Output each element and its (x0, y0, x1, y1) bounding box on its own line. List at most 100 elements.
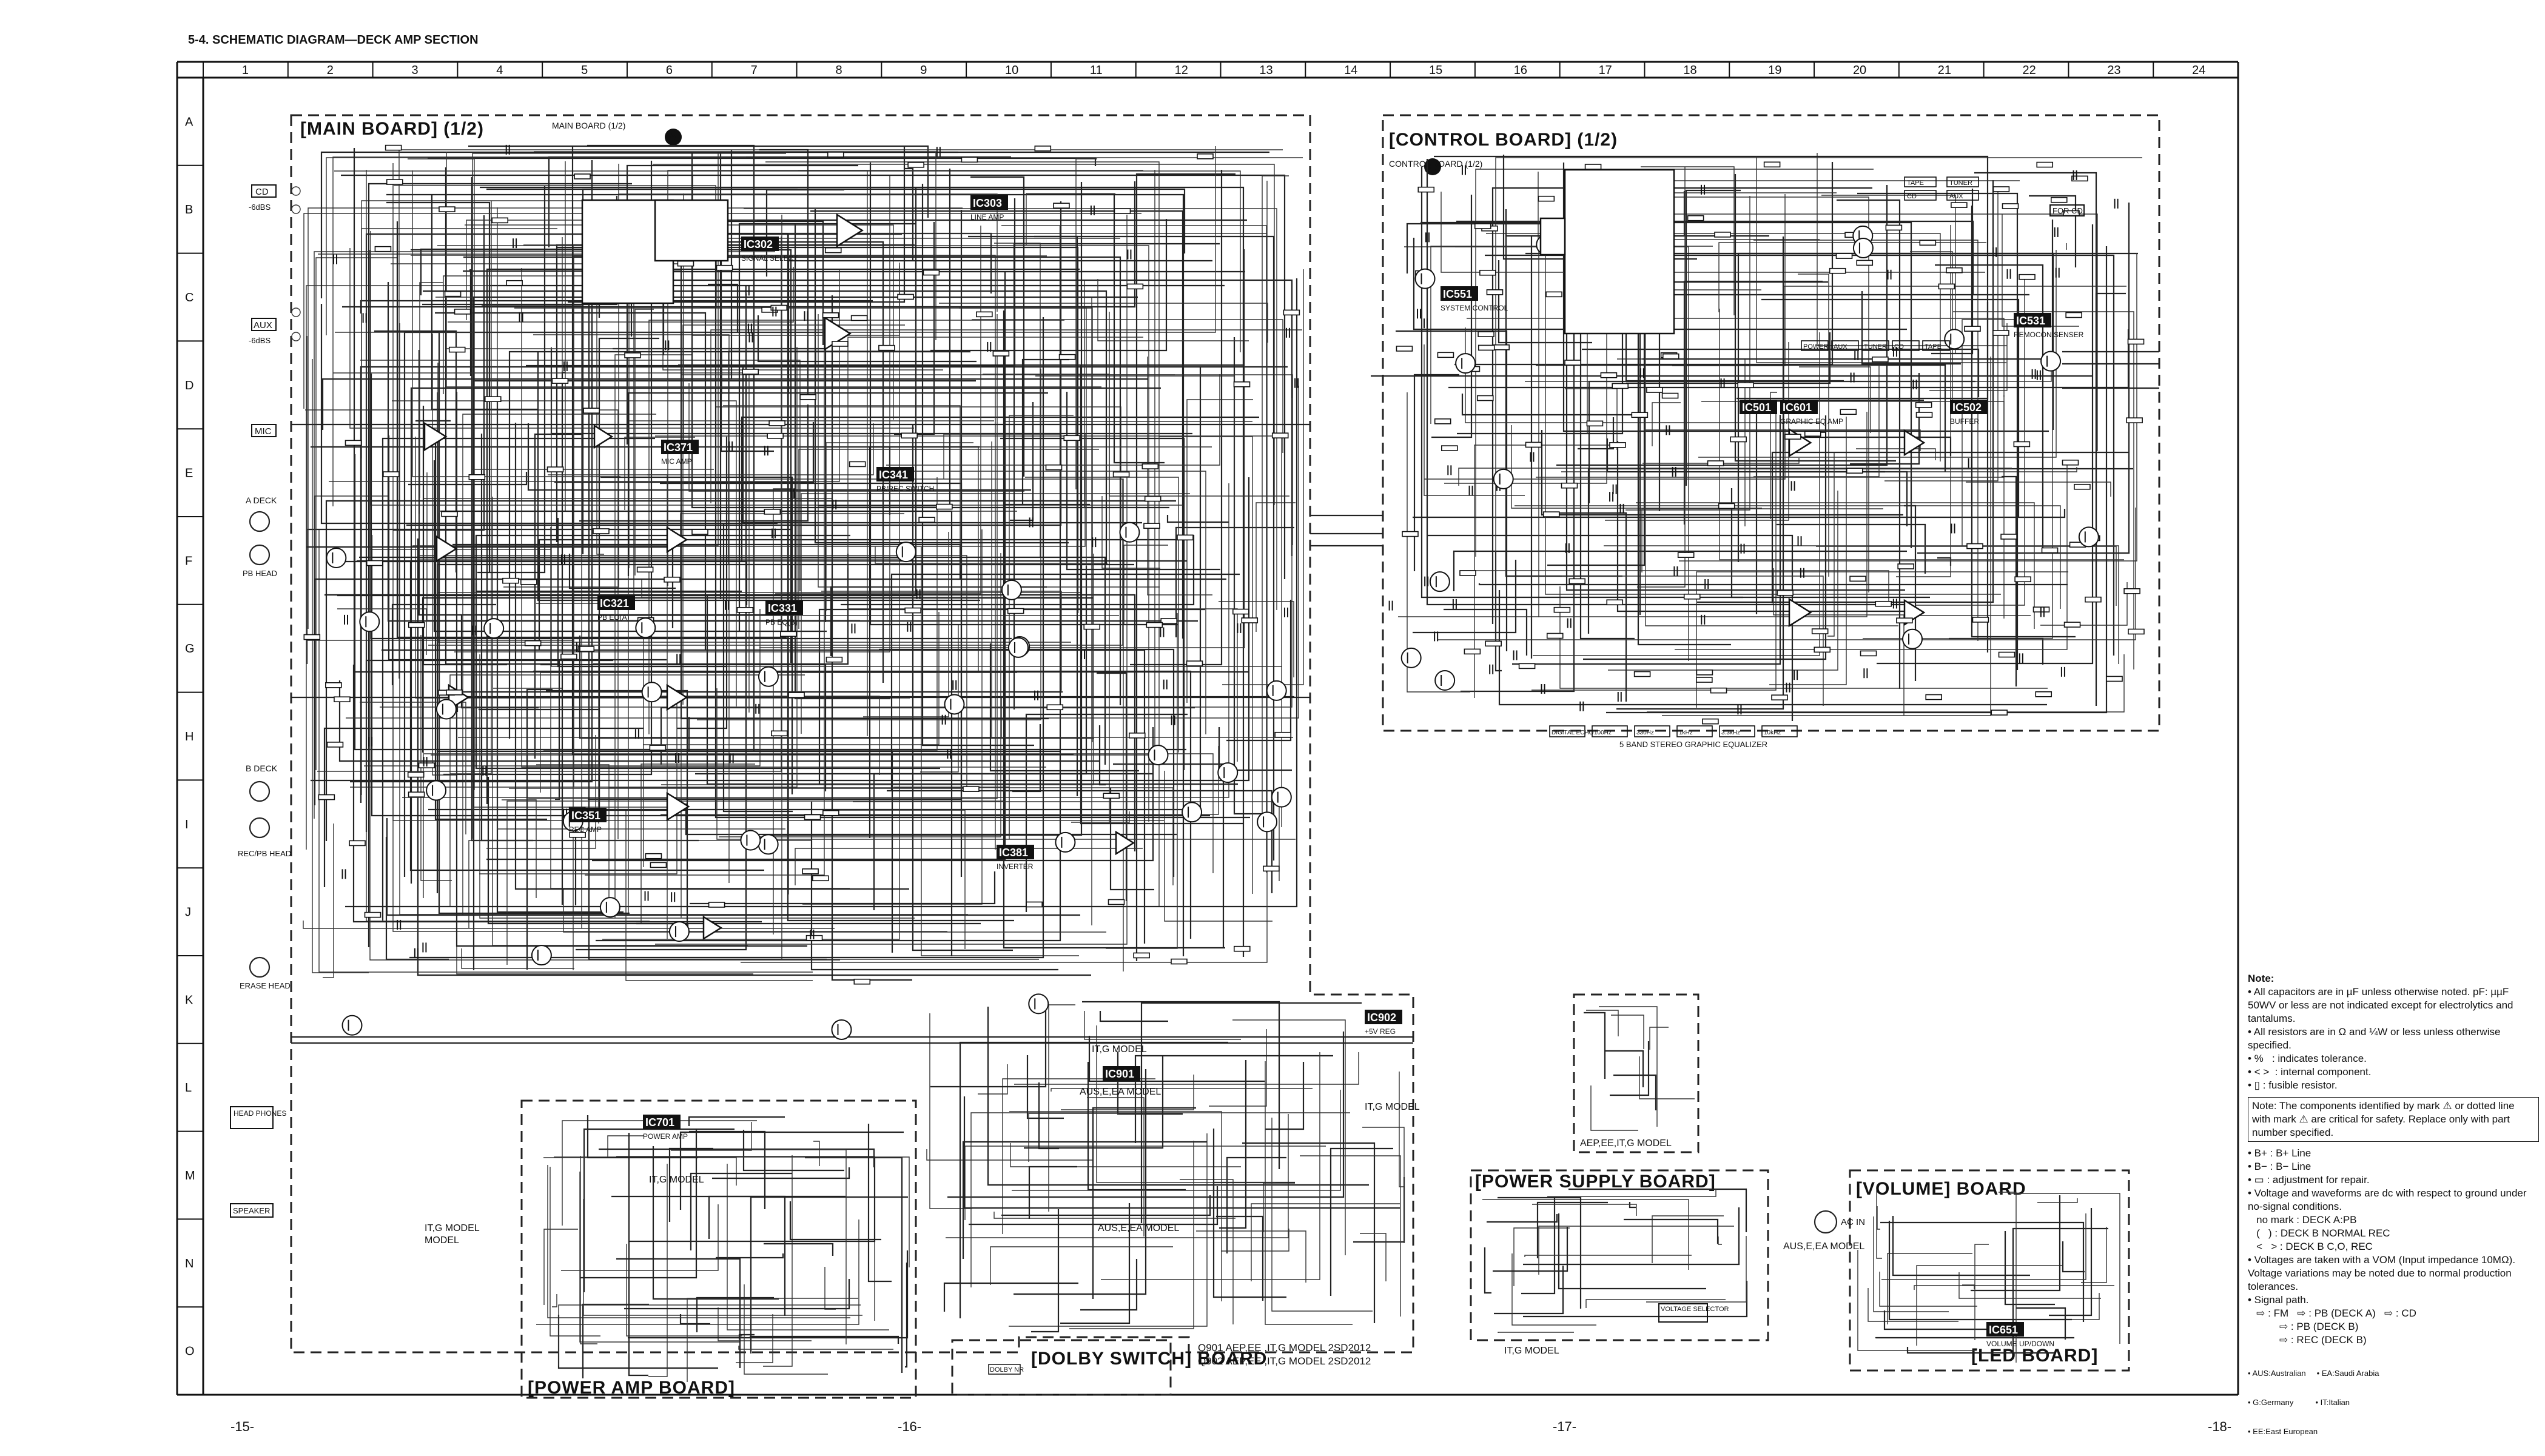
row-label: J (185, 906, 191, 919)
jack-aux: AUX -6dBS (249, 307, 301, 345)
row-label: A (185, 115, 193, 129)
column-label: 8 (835, 64, 842, 77)
it-g-model-tag-3: IT,G MODEL (1092, 1044, 1147, 1055)
it-g-model-tag-5: IT,G MODEL (1504, 1346, 1559, 1356)
row-label: C (185, 291, 193, 304)
dolby-switch-board-outline (951, 1339, 1172, 1396)
jack-mic: MIC (251, 424, 277, 437)
aus-model-tag-2: AUS,E,EA MODEL (1098, 1223, 1179, 1233)
row-label: D (185, 379, 193, 392)
control-board-outline (1382, 114, 2160, 732)
svg-text:GRAPHIC EQ AMP: GRAPHIC EQ AMP (1780, 417, 1843, 426)
column-label: 21 (1938, 64, 1951, 77)
svg-text:B DECK: B DECK (246, 763, 278, 773)
notes-line: • % : indicates tolerance. (2248, 1053, 2367, 1064)
row-label: F (185, 554, 192, 568)
notes-legend: • ▭ : adjustment for repair. (2248, 1174, 2370, 1186)
svg-text:330Hz: 330Hz (1636, 730, 1654, 736)
aep-model-tag: AEP,EE,IT,G MODEL (1580, 1138, 1672, 1149)
notes-region: • G:Germany • IT:Italian (2248, 1398, 2350, 1407)
notes-legend: ⇨ : FM ⇨ : PB (DECK A) ⇨ : CD (2248, 1307, 2416, 1319)
main-board-label: [MAIN BOARD] (1/2) (300, 119, 484, 139)
notes-legend: < > : DECK B C,O, REC (2248, 1241, 2373, 1252)
transformer-aep-outline (1573, 993, 1699, 1153)
svg-text:FOR CD: FOR CD (2052, 206, 2083, 215)
column-label: 10 (1005, 64, 1018, 77)
svg-text:100Hz: 100Hz (1594, 730, 1612, 736)
column-label: 9 (920, 64, 927, 77)
svg-text:MAIN BOARD (1/2): MAIN BOARD (1/2) (552, 121, 625, 130)
eq-band-label: 10kHz (1761, 725, 1798, 737)
head-b-deck: B DECK REC/PB HEAD (238, 763, 291, 858)
column-label: 13 (1259, 64, 1272, 77)
svg-text:AUX: AUX (1834, 343, 1847, 351)
svg-text:ERASE HEAD: ERASE HEAD (240, 981, 291, 990)
aus-model-tag: AUS,E,EA MODEL (1080, 1087, 1161, 1097)
svg-text:AUS,E,EA MODEL: AUS,E,EA MODEL (1098, 1223, 1179, 1233)
svg-text:REMOCON SENSER: REMOCON SENSER (2014, 330, 2084, 339)
svg-text:VOLUME UP/DOWN: VOLUME UP/DOWN (1986, 1340, 2054, 1348)
main-board-connector-ref: A MAIN BOARD (1/2) (552, 121, 682, 146)
svg-text:IC341: IC341 (879, 469, 908, 481)
row-label: L (185, 1081, 192, 1095)
svg-text:-6dBS: -6dBS (249, 336, 271, 345)
notes-region: • AUS:Australian • EA:Saudi Arabia (2248, 1369, 2379, 1378)
power-supply-board-label: [POWER SUPPLY BOARD] (1475, 1172, 1716, 1192)
svg-text:-6dBS: -6dBS (249, 203, 271, 212)
ic-label-ic331: IC331 PB EQ(B) (765, 600, 803, 626)
components (303, 144, 2145, 1040)
notes-legend: ( ) : DECK B NORMAL REC (2248, 1227, 2390, 1239)
svg-text:HEAD PHONES: HEAD PHONES (234, 1109, 286, 1118)
eq-band-label: 3.3kHz (1719, 725, 1755, 737)
control-button-cd: CD (1892, 340, 1920, 351)
ic-label-ic901: IC901 (1103, 1066, 1140, 1081)
column-label: 1 (242, 64, 249, 77)
svg-text:PB EQ(B): PB EQ(B) (765, 618, 798, 626)
led-cd: CD (1904, 190, 1937, 201)
svg-text:B: B (1428, 161, 1436, 173)
svg-text:SYSTEM CONTROL: SYSTEM CONTROL (1441, 304, 1508, 312)
svg-text:10kHz: 10kHz (1764, 730, 1781, 736)
svg-text:BUFFER: BUFFER (1950, 417, 1979, 426)
notes-line: • All resistors are in Ω and ¼W or less … (2248, 1026, 2504, 1051)
svg-text:REC/PB HEAD: REC/PB HEAD (238, 849, 291, 858)
column-label: 19 (1768, 64, 1781, 77)
svg-text:IC331: IC331 (768, 602, 797, 614)
svg-text:IT,G MODEL: IT,G MODEL (649, 1175, 704, 1185)
notes-caution: Note: The components identified by mark … (2248, 1097, 2539, 1142)
svg-text:IC381: IC381 (999, 847, 1028, 859)
svg-text:TUNER: TUNER (1864, 343, 1887, 351)
svg-text:IC902: IC902 (1367, 1011, 1396, 1024)
column-label: 18 (1683, 64, 1696, 77)
svg-text:AUS,E,EA MODEL: AUS,E,EA MODEL (1783, 1241, 1864, 1252)
svg-text:IC531: IC531 (2016, 315, 2045, 327)
column-label: 23 (2107, 64, 2120, 77)
svg-text:IT,G MODEL: IT,G MODEL (425, 1223, 480, 1233)
eq-band-label: 1kHz (1676, 725, 1713, 737)
led-tape: TAPE (1904, 176, 1937, 187)
notes-legend: • Signal path. (2248, 1294, 2309, 1306)
voltage-selector: VOLTAGE SELECTOR (1658, 1303, 1729, 1323)
svg-text:IC651: IC651 (1989, 1324, 2018, 1336)
led-board-label: [LED BOARD] (1971, 1346, 2098, 1366)
transistor-note-q901: Q901 AEP,EE ,IT,G MODEL 2SD2012 (1198, 1342, 1371, 1354)
svg-text:MIC AMP: MIC AMP (661, 457, 692, 466)
svg-text:TUNER: TUNER (1949, 179, 1972, 187)
svg-text:IC501: IC501 (1742, 401, 1771, 414)
ac-in-plug: AC IN (1814, 1210, 1865, 1234)
svg-text:TAPE: TAPE (1907, 179, 1924, 187)
column-label: 2 (327, 64, 334, 77)
svg-text:REC AMP: REC AMP (569, 825, 602, 834)
volume-board-outline (1849, 1169, 2130, 1372)
sheet-frame (176, 61, 2239, 1396)
notes-legend: ⇨ : PB (DECK B) (2248, 1321, 2359, 1332)
jack-headphones: HEAD PHONES (230, 1106, 286, 1129)
row-label: E (185, 467, 193, 480)
page-number-18: -18- (2208, 1419, 2231, 1434)
